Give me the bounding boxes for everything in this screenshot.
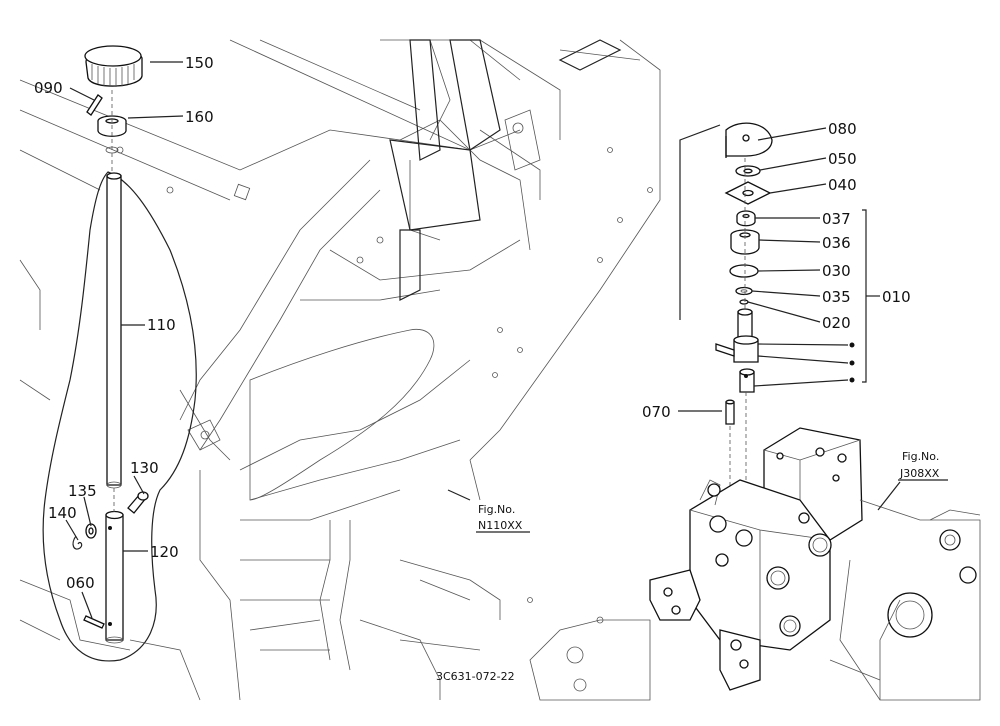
- washer-050: [735, 165, 761, 177]
- bolt-130: [127, 491, 149, 514]
- part-label-160: 160: [185, 108, 214, 126]
- valve-body: [529, 427, 863, 701]
- pin-070: [725, 399, 735, 425]
- drawing-code: 3C631-072-22: [436, 670, 515, 683]
- ref-dot-3: [849, 377, 855, 383]
- upright-column: [389, 39, 622, 301]
- part-label-070: 070: [642, 403, 671, 421]
- leader-lines-right: [678, 124, 880, 412]
- clip-140: [72, 535, 83, 550]
- fig-right-leader: [877, 481, 901, 511]
- nut-037: [736, 210, 756, 227]
- part-label-150: 150: [185, 54, 214, 72]
- transmission-case: [829, 499, 981, 701]
- ring-035: [735, 286, 753, 296]
- part-label-036: 036: [822, 234, 851, 252]
- part-label-120: 120: [150, 543, 179, 561]
- ref-dot-1: [849, 342, 855, 348]
- cover-outline: [42, 171, 435, 662]
- pin-090: [86, 94, 103, 116]
- knob-150: [84, 45, 143, 87]
- leader-lines-left: [65, 61, 184, 619]
- fig-ref-left-number: N110XX: [478, 519, 523, 532]
- part-label-060: 060: [66, 574, 95, 592]
- fig-ref-left-label: Fig.No.: [478, 503, 515, 516]
- part-label-030: 030: [822, 262, 851, 280]
- part-label-135: 135: [68, 482, 97, 500]
- pin-060: [83, 615, 105, 629]
- washer-135: [85, 523, 97, 539]
- fig-ref-right-number: J308XX: [899, 467, 940, 480]
- rod-120: [105, 510, 124, 644]
- part-label-037: 037: [822, 210, 851, 228]
- part-label-050: 050: [828, 150, 857, 168]
- part-label-035: 035: [822, 288, 851, 306]
- part-label-140: 140: [48, 504, 77, 522]
- part-label-020: 020: [822, 314, 851, 332]
- ref-dot-2: [849, 360, 855, 366]
- cam-080: [725, 122, 773, 158]
- part-label-110: 110: [147, 316, 176, 334]
- fig-ref-right-label: Fig.No.: [902, 450, 939, 463]
- part-label-040: 040: [828, 176, 857, 194]
- ring-020: [739, 299, 749, 305]
- rod-110: [106, 172, 122, 489]
- part-label-130: 130: [130, 459, 159, 477]
- plate-040: [724, 181, 772, 205]
- shaft-010: [715, 308, 759, 393]
- part-label-010: 010: [882, 288, 911, 306]
- o-ring-030: [729, 264, 759, 278]
- part-label-080: 080: [828, 120, 857, 138]
- fig-left-leader: [447, 489, 471, 501]
- part-label-090: 090: [34, 79, 63, 97]
